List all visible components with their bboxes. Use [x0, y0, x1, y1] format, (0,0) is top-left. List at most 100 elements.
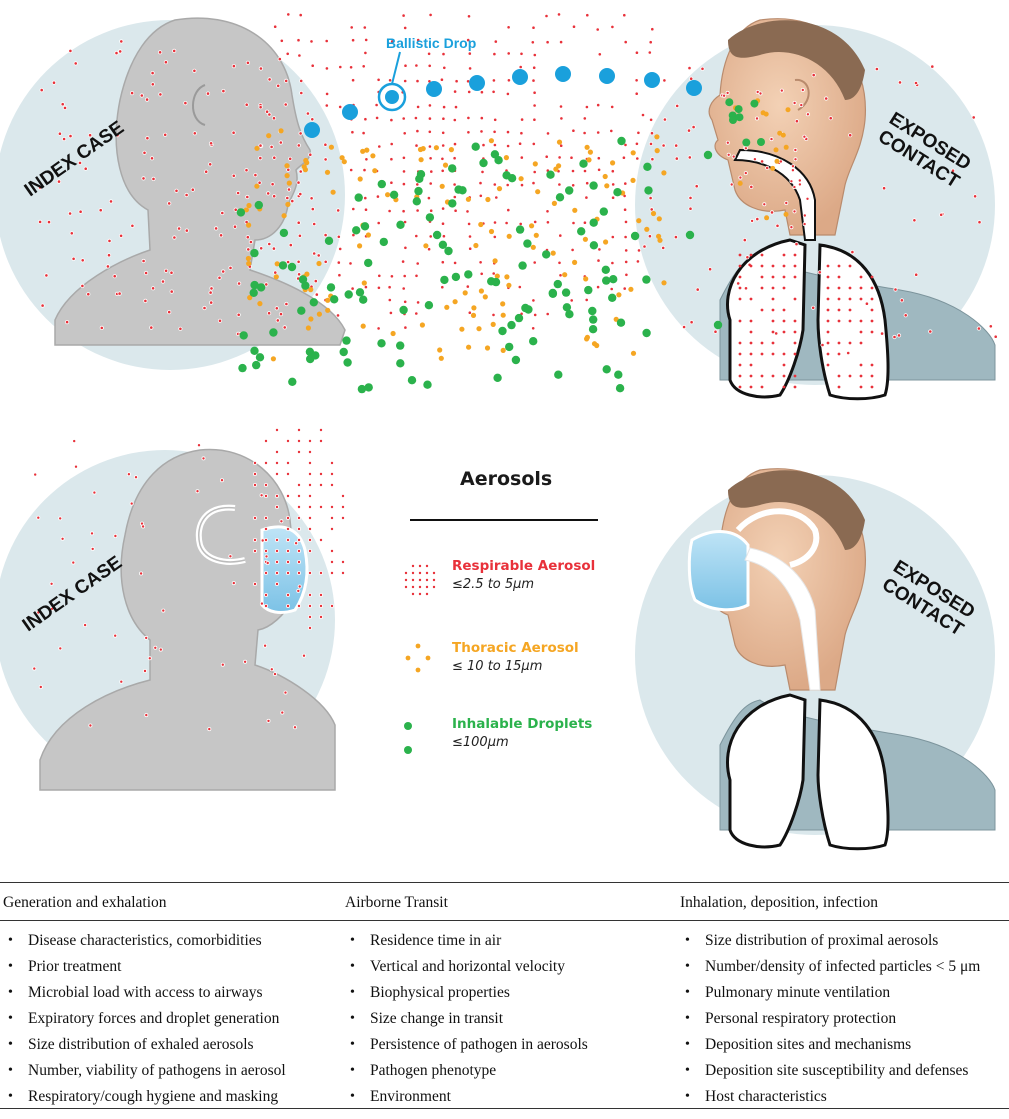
particle: [452, 89, 458, 94]
particle: [284, 78, 289, 84]
particle: [301, 281, 310, 290]
particle: [584, 104, 590, 110]
particle: [77, 160, 83, 165]
particle: [793, 330, 797, 334]
particle: [167, 201, 172, 206]
list-item: Pulmonary minute ventilation: [680, 982, 980, 1008]
particle: [288, 156, 293, 161]
particle: [794, 119, 800, 124]
particle: [582, 220, 588, 225]
particle: [636, 248, 642, 253]
particle: [217, 275, 222, 280]
particle: [553, 166, 559, 172]
particle: [267, 112, 272, 117]
particle: [423, 243, 429, 249]
particle: [471, 305, 477, 311]
particle: [80, 283, 85, 288]
particle: [507, 320, 516, 330]
particle: [281, 213, 287, 219]
particle: [912, 218, 917, 223]
particle: [556, 139, 563, 145]
particle: [533, 312, 538, 317]
particle: [440, 221, 446, 226]
particle: [68, 134, 73, 139]
particle: [415, 261, 420, 266]
particle: [797, 178, 802, 183]
particle: [707, 267, 713, 272]
particle: [778, 159, 783, 164]
particle: [326, 283, 336, 292]
particle: [424, 301, 434, 310]
particle: [349, 25, 354, 30]
particle: [774, 158, 780, 164]
particle: [760, 308, 764, 312]
particle: [811, 305, 816, 310]
particle: [738, 253, 742, 257]
particle: [794, 242, 799, 247]
particle: [662, 117, 668, 122]
list-item: Residence time in air: [345, 930, 588, 956]
particle: [492, 129, 497, 134]
particle: [296, 549, 301, 554]
particle: [252, 482, 257, 487]
particle: [870, 374, 874, 378]
particle: [417, 570, 422, 575]
lung-deposited-particles: [720, 88, 874, 389]
particle: [318, 438, 323, 443]
particle: [277, 56, 282, 62]
particle: [36, 610, 41, 615]
particle: [642, 328, 651, 338]
particle: [362, 168, 367, 173]
particle: [749, 297, 753, 301]
particle: [465, 196, 471, 202]
particle: [184, 228, 189, 233]
particle: [385, 90, 399, 104]
list-item: Environment: [345, 1086, 588, 1112]
particle: [640, 112, 646, 118]
particle: [415, 643, 421, 649]
particle: [689, 76, 694, 81]
particle: [410, 564, 415, 569]
particle: [585, 13, 590, 18]
particle: [410, 592, 415, 597]
particle: [729, 182, 734, 187]
particle: [453, 105, 459, 110]
particle: [749, 363, 753, 367]
particle: [307, 438, 312, 443]
particle: [452, 117, 457, 123]
particle: [589, 315, 598, 324]
particle: [972, 194, 978, 199]
particle: [517, 284, 522, 290]
particle: [771, 374, 775, 378]
particle: [468, 246, 473, 251]
particle: [738, 175, 743, 180]
particle: [695, 287, 700, 292]
particle: [219, 478, 224, 483]
particle: [372, 168, 378, 174]
particle: [209, 300, 214, 305]
particle: [195, 489, 200, 494]
particle: [413, 115, 418, 121]
particle: [837, 286, 841, 290]
particle: [264, 554, 269, 559]
particle: [859, 341, 863, 345]
particle: [360, 323, 366, 329]
particle: [623, 181, 628, 186]
particle: [113, 534, 118, 539]
particle: [399, 305, 408, 315]
particle: [233, 207, 238, 212]
particle: [870, 308, 874, 312]
particle: [424, 564, 429, 569]
particle: [252, 582, 257, 587]
particle: [151, 286, 156, 291]
particle: [438, 355, 444, 361]
particle: [597, 52, 602, 57]
particle: [532, 169, 537, 175]
particle: [760, 286, 764, 290]
particle: [749, 374, 753, 378]
particle: [596, 258, 601, 263]
particle: [324, 66, 329, 71]
particle: [817, 270, 822, 275]
particle: [642, 275, 651, 284]
particle: [826, 297, 830, 301]
